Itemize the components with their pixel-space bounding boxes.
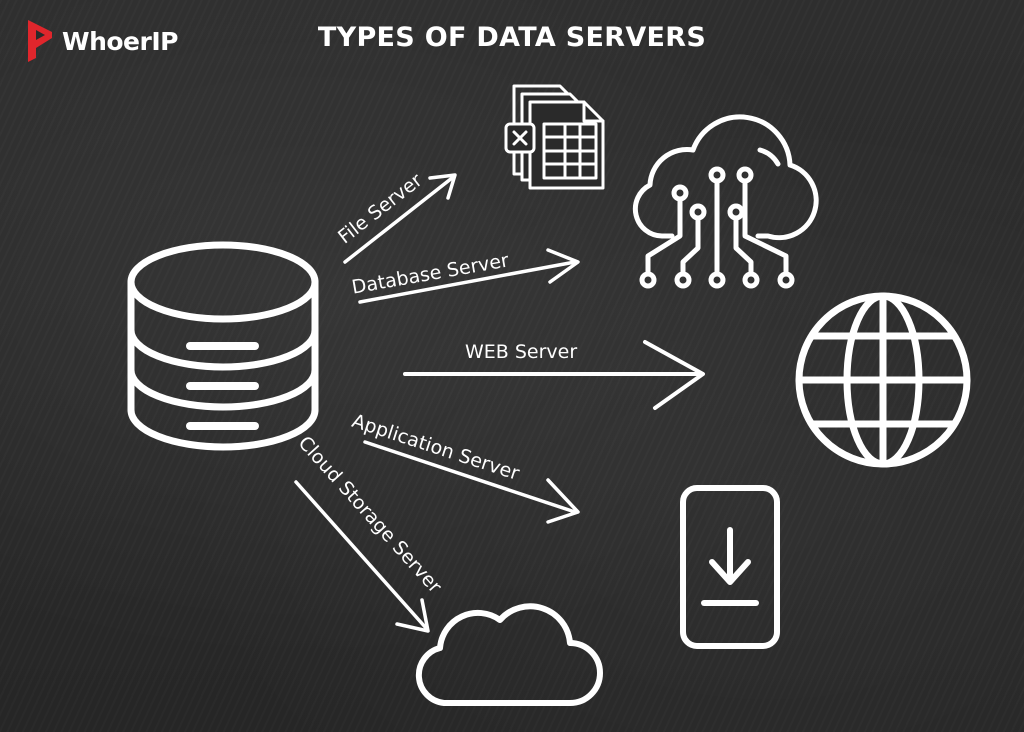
cloud-network-icon xyxy=(632,114,819,289)
arrow-application-server xyxy=(363,440,580,524)
globe-icon xyxy=(795,292,971,468)
mobile-download-icon xyxy=(680,485,780,649)
arrow-cloud-storage-server xyxy=(294,480,430,633)
diagram-title: TYPES OF DATA SERVERS xyxy=(317,22,707,53)
label-web-server: WEB Server xyxy=(465,341,578,363)
arrow-file-server xyxy=(343,173,457,264)
arrow-database-server xyxy=(358,248,580,304)
brand-name: WhoerIP xyxy=(62,26,178,56)
arrow-web-server xyxy=(403,340,705,410)
spreadsheet-document-icon xyxy=(504,84,605,190)
whoerip-logo-icon xyxy=(28,20,52,62)
cloud-icon xyxy=(415,603,603,706)
database-icon xyxy=(127,241,319,451)
brand-logo[interactable]: WhoerIP xyxy=(26,18,178,64)
